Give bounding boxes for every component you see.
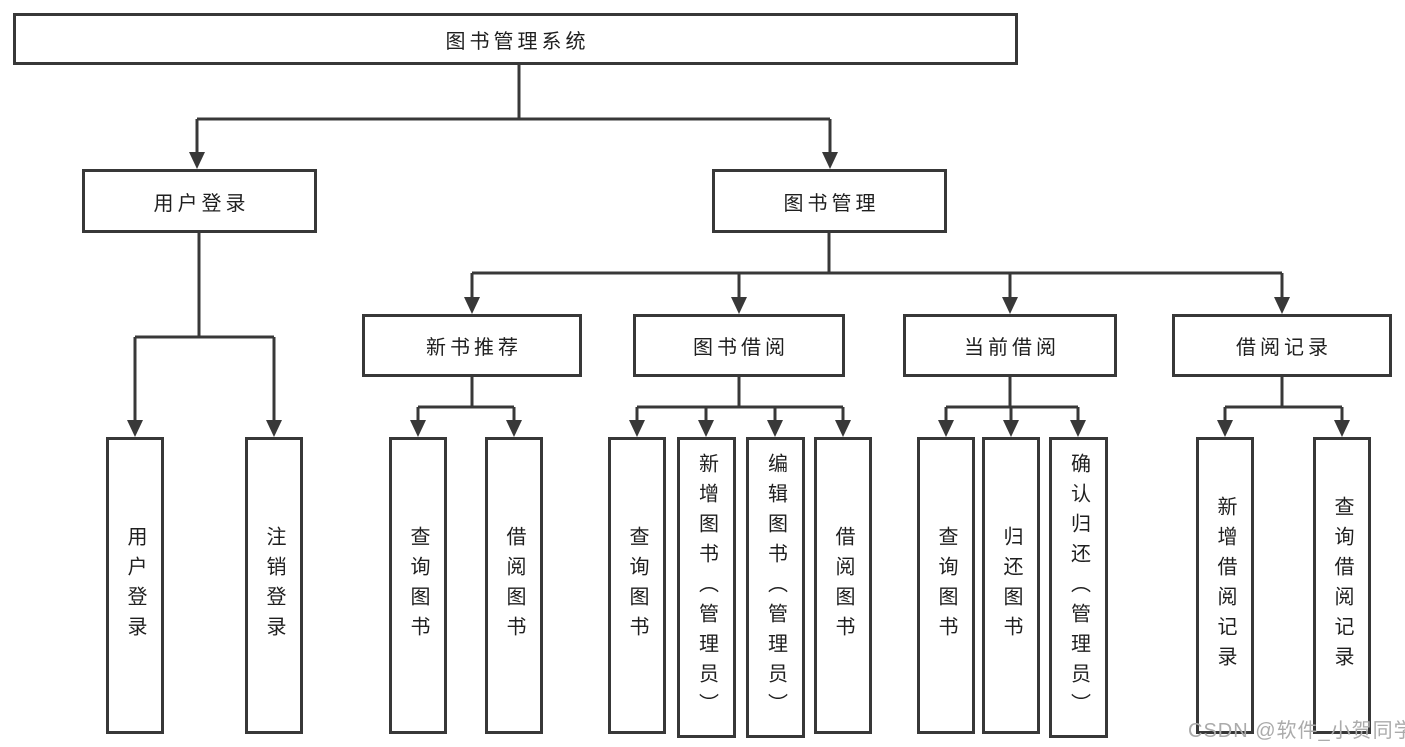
- node-leaf-bb-edit-books-admin: 编辑图书（管理员）: [746, 437, 805, 738]
- node-leaf-logout: 注销登录: [245, 437, 303, 734]
- leaf-label: 归还图书: [1000, 525, 1022, 646]
- node-leaf-nbr-query-books: 查询图书: [389, 437, 447, 734]
- arrowhead: [1334, 420, 1350, 437]
- node-root-system: 图书管理系统: [13, 13, 1018, 65]
- node-current-borrowing: 当前借阅: [903, 314, 1117, 377]
- node-book-borrowing: 图书借阅: [633, 314, 845, 377]
- csdn-watermark: CSDN @软件_小贺同学: [1188, 720, 1405, 742]
- arrowhead: [1003, 420, 1019, 437]
- leaf-label: 编辑图书（管理员）: [764, 452, 787, 723]
- leaf-label: 确认归还（管理员）: [1067, 452, 1090, 723]
- node-current-borrowing-label: 当前借阅: [964, 337, 1060, 359]
- node-user-login: 用户登录: [82, 169, 317, 233]
- arrowhead: [1217, 420, 1233, 437]
- leaf-label: 查询借阅记录: [1331, 495, 1353, 676]
- arrowhead: [1070, 420, 1086, 437]
- arrowhead: [835, 420, 851, 437]
- arrowheads: [127, 152, 1350, 437]
- node-user-login-label: 用户登录: [153, 192, 250, 215]
- arrowhead: [1002, 297, 1018, 314]
- arrowhead: [127, 420, 143, 437]
- arrowhead: [767, 420, 783, 437]
- connector-root-to-level2: [195, 65, 832, 154]
- leaf-label: 注销登录: [263, 525, 285, 646]
- leaf-label: 查询图书: [935, 525, 957, 646]
- leaf-label: 新增借阅记录: [1214, 495, 1236, 676]
- arrowhead: [189, 152, 205, 169]
- arrowhead: [698, 420, 714, 437]
- leaf-label: 新增图书（管理员）: [695, 452, 718, 723]
- arrowhead: [410, 420, 426, 437]
- node-new-book-recommend-label: 新书推荐: [426, 337, 522, 359]
- node-leaf-nbr-borrow-books: 借阅图书: [485, 437, 543, 734]
- arrowhead: [938, 420, 954, 437]
- leaf-label: 借阅图书: [503, 525, 525, 646]
- node-leaf-user-login: 用户登录: [106, 437, 164, 734]
- node-leaf-br-add-record: 新增借阅记录: [1196, 437, 1254, 734]
- node-book-borrowing-label: 图书借阅: [693, 337, 789, 359]
- node-leaf-br-query-record: 查询借阅记录: [1313, 437, 1371, 734]
- connector-current-borrow-children: [944, 377, 1080, 422]
- node-leaf-cb-query-books: 查询图书: [917, 437, 975, 734]
- node-leaf-cb-confirm-return-admin: 确认归还（管理员）: [1049, 437, 1108, 738]
- connector-book-borrow-children: [635, 377, 845, 422]
- node-book-management: 图书管理: [712, 169, 947, 233]
- connector-borrow-record-children: [1223, 377, 1344, 422]
- leaf-label: 查询图书: [626, 525, 648, 646]
- node-leaf-cb-return-books: 归还图书: [982, 437, 1040, 734]
- node-root-label: 图书管理系统: [445, 30, 590, 53]
- arrowhead: [731, 297, 747, 314]
- arrowhead: [266, 420, 282, 437]
- arrowhead: [822, 152, 838, 169]
- leaf-label: 用户登录: [124, 525, 146, 646]
- node-borrowing-records: 借阅记录: [1172, 314, 1392, 377]
- node-leaf-bb-borrow-books: 借阅图书: [814, 437, 872, 734]
- node-leaf-bb-add-books-admin: 新增图书（管理员）: [677, 437, 736, 738]
- arrowhead: [464, 297, 480, 314]
- node-borrowing-records-label: 借阅记录: [1236, 337, 1332, 359]
- node-leaf-bb-query-books: 查询图书: [608, 437, 666, 734]
- leaf-label: 借阅图书: [832, 525, 854, 646]
- connector-user-login-children: [133, 233, 276, 422]
- connector-new-book-children: [416, 377, 516, 422]
- arrowhead: [506, 420, 522, 437]
- leaf-label: 查询图书: [407, 525, 429, 646]
- node-new-book-recommend: 新书推荐: [362, 314, 582, 377]
- arrowhead: [629, 420, 645, 437]
- arrowhead: [1274, 297, 1290, 314]
- connector-book-mgmt-to-level3: [470, 233, 1284, 299]
- node-book-management-label: 图书管理: [783, 192, 880, 215]
